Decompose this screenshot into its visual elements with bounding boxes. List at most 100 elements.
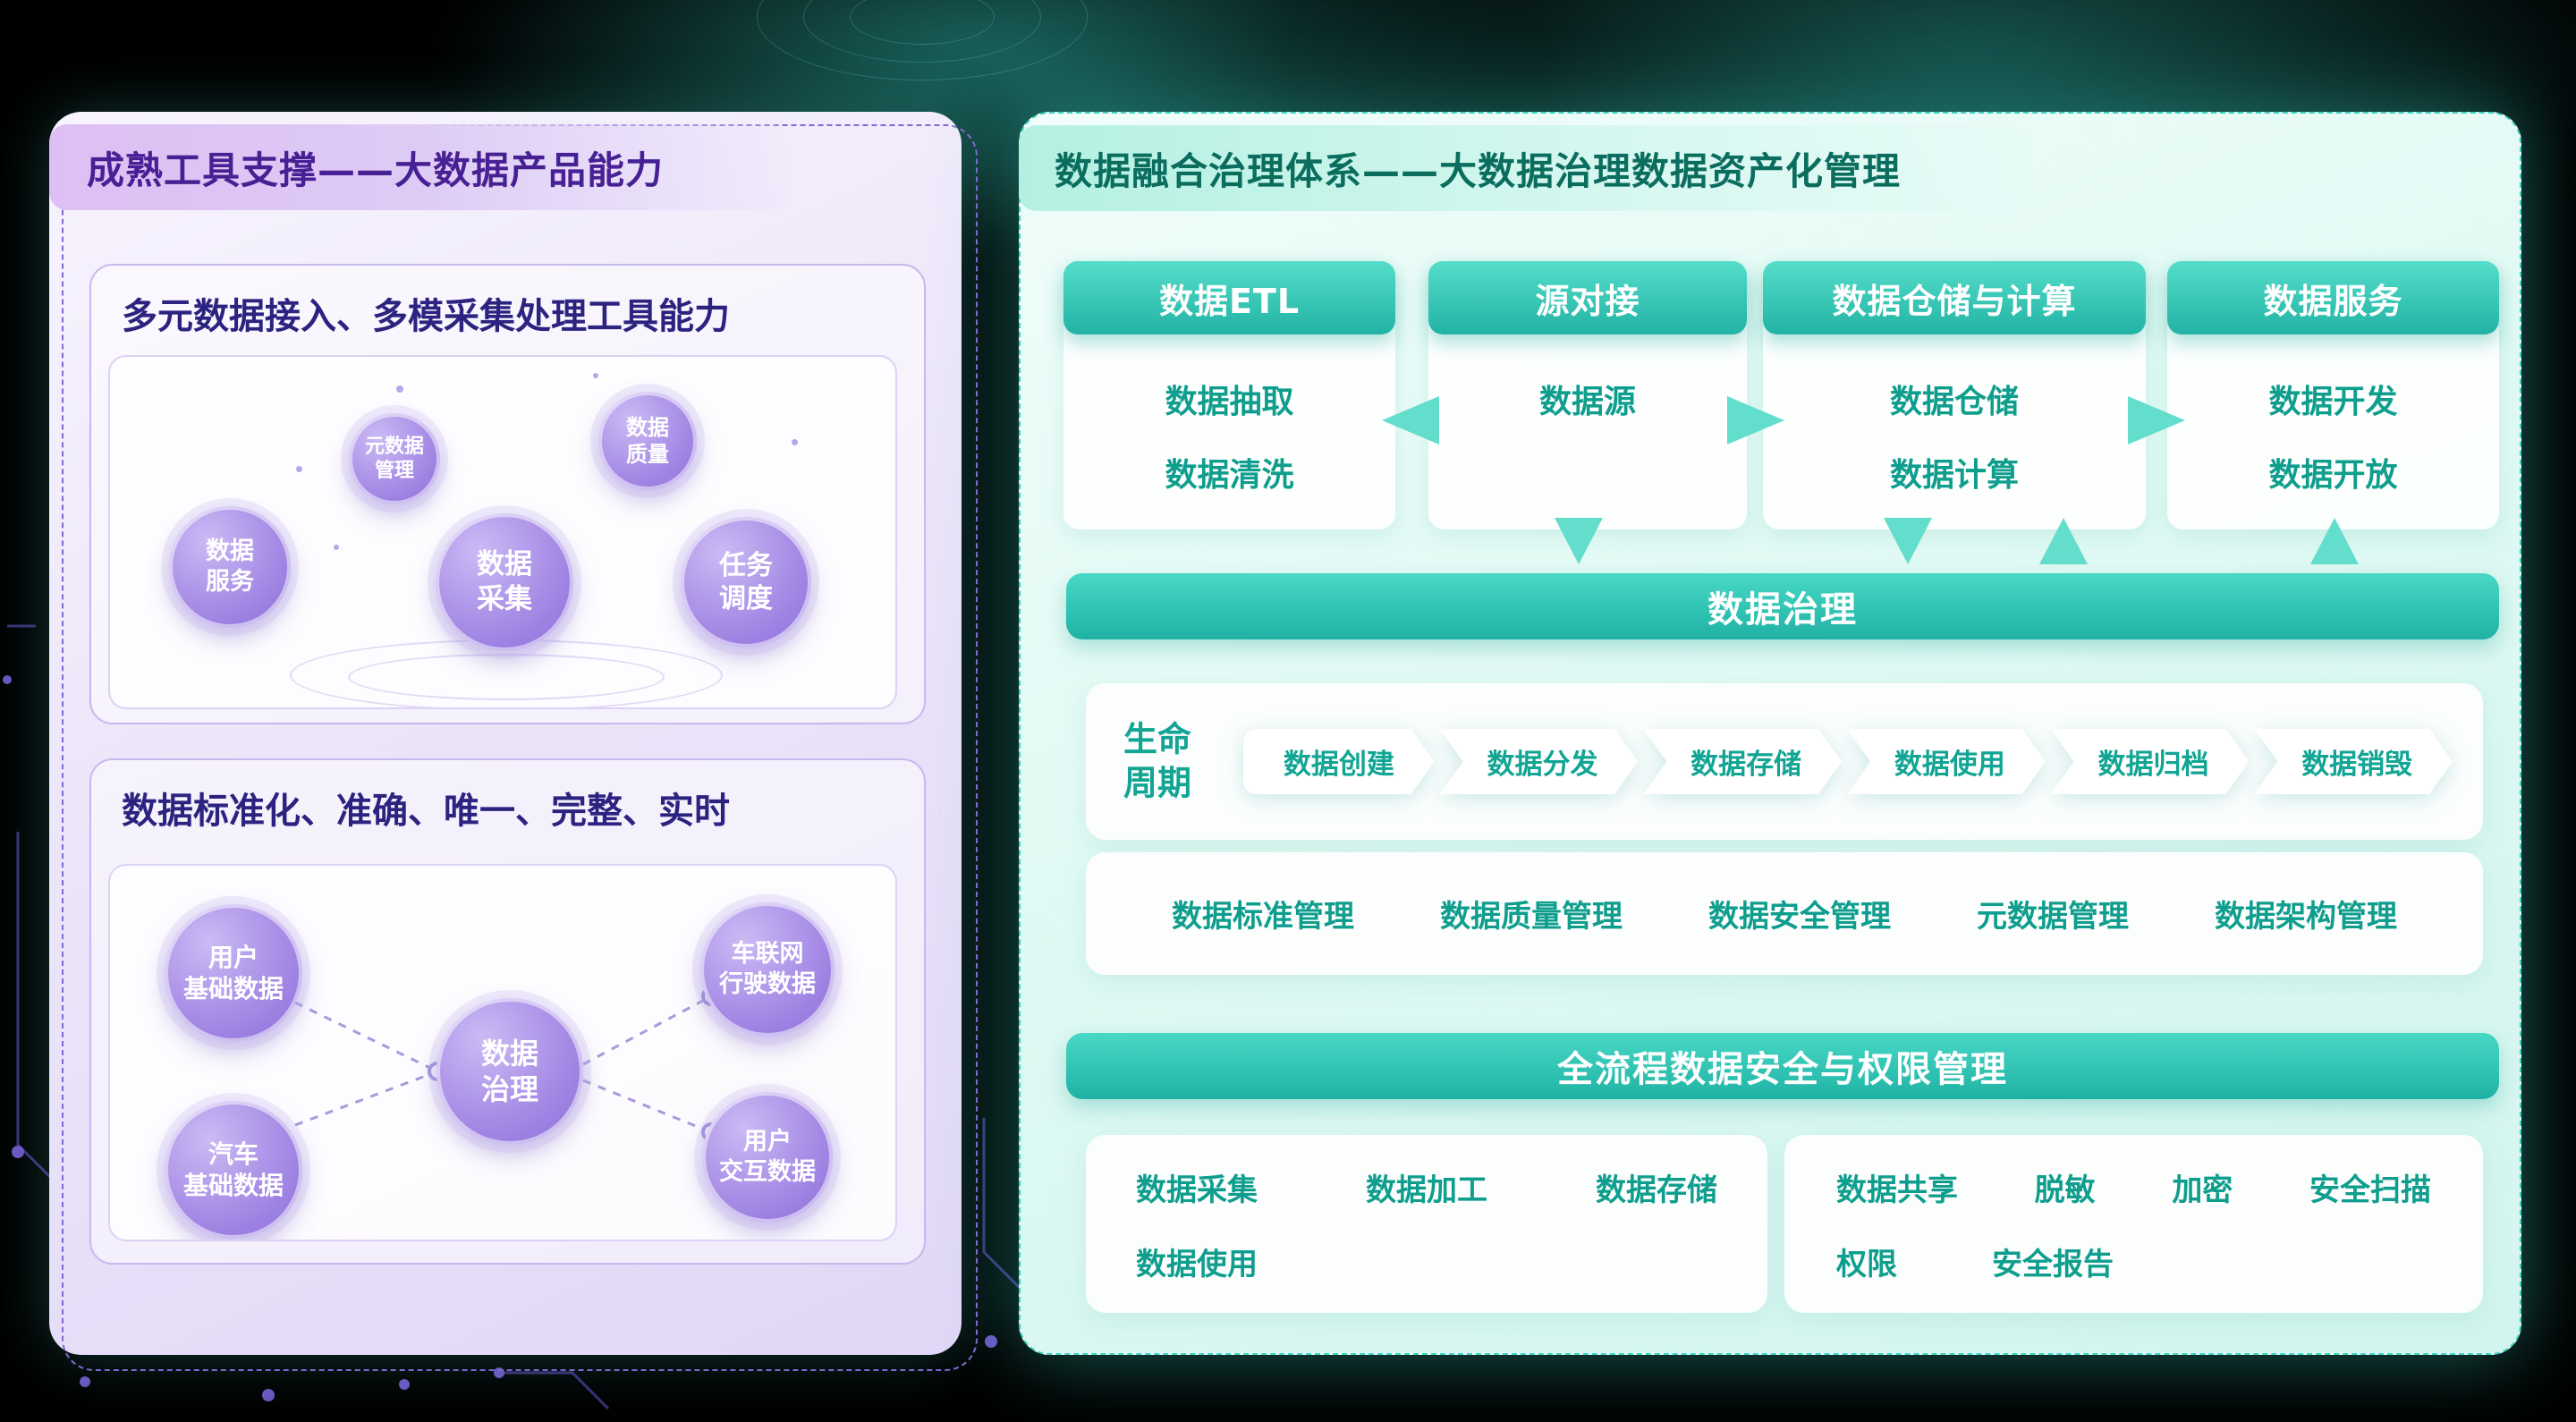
security-permission-bar: 全流程数据安全与权限管理 — [1066, 1033, 2499, 1099]
security-row: 数据使用 — [1136, 1240, 1717, 1283]
lifecycle-card: 生命 周期 数据创建 数据分发 数据存储 数据使用 数据归档 数据销毁 — [1086, 683, 2483, 840]
item-data-extract: 数据抽取 — [1165, 384, 1294, 420]
bubble-user-base-data: 用户 基础数据 — [165, 904, 302, 1042]
bubble-label: 数据 — [626, 415, 669, 440]
security-row: 数据采集 数据加工 数据存储 — [1136, 1165, 1717, 1209]
section-multisource-tools: 多元数据接入、多模采集处理工具能力 元数据 管理 数据 质量 数据 服务 数据 — [89, 264, 926, 724]
item-data-security-mgmt: 数据安全管理 — [1708, 899, 1891, 935]
security-row: 权限 安全报告 — [1836, 1240, 2431, 1283]
bubble-label: 用户 — [743, 1128, 792, 1156]
bubble-label: 数据 — [480, 1037, 538, 1071]
arrow-up-icon — [2039, 518, 2088, 564]
item-security-report: 安全报告 — [1992, 1246, 2114, 1282]
item-data-develop: 数据开发 — [2268, 384, 2398, 420]
arrow-left-icon — [1382, 396, 1439, 444]
item-data-source: 数据源 — [1538, 384, 1636, 420]
data-governance-bar: 数据治理 — [1066, 573, 2499, 639]
bubble-label: 基础数据 — [182, 974, 284, 1003]
step-data-create: 数据创建 — [1243, 729, 1435, 794]
item-data-open: 数据开放 — [2268, 457, 2398, 494]
item-data-quality-mgmt: 数据质量管理 — [1440, 899, 1623, 935]
column-source-connect: 源对接 数据源 — [1428, 261, 1747, 529]
column-items: 数据仓储 数据计算 — [1763, 376, 2146, 495]
section-data-standardization: 数据标准化、准确、唯一、完整、实时 用户 基础数据 — [89, 758, 926, 1265]
item-metadata-mgmt: 元数据管理 — [1977, 899, 2129, 935]
section2-title: 数据标准化、准确、唯一、完整、实时 — [122, 791, 730, 832]
decor-dot — [792, 439, 798, 445]
item-permission: 权限 — [1836, 1246, 1897, 1282]
section2-bubble-area: 用户 基础数据 车联网 行驶数据 汽车 基础数据 用户 交互数据 数据 治理 — [108, 864, 897, 1241]
step-data-destroy: 数据销毁 — [2254, 729, 2453, 794]
column-data-service: 数据服务 数据开发 数据开放 — [2167, 261, 2499, 529]
step-data-store: 数据存储 — [1643, 729, 1842, 794]
arrow-right-icon — [1727, 396, 1784, 444]
column-warehouse-compute: 数据仓储与计算 数据仓储 数据计算 — [1763, 261, 2146, 529]
ripple-ring — [757, 0, 1088, 80]
left-panel-tools: 成熟工具支撑——大数据产品能力 多元数据接入、多模采集处理工具能力 元数据 管理… — [49, 112, 978, 1371]
bubble-label: 治理 — [480, 1072, 538, 1106]
item-data-compute: 数据计算 — [1889, 457, 2019, 494]
column-data-etl: 数据ETL 数据抽取 数据清洗 — [1063, 261, 1395, 529]
bubble-label: 车联网 — [731, 940, 804, 969]
arrow-up-icon — [2310, 518, 2359, 564]
bubble-label: 数据 — [477, 548, 532, 581]
item-data-use2: 数据使用 — [1136, 1246, 1258, 1282]
left-panel-title-banner: 成熟工具支撑——大数据产品能力 — [49, 124, 792, 210]
bubble-vehicle-base-data: 汽车 基础数据 — [165, 1101, 302, 1239]
right-panel-governance: 数据融合治理体系——大数据治理数据资产化管理 数据ETL 数据抽取 数据清洗 源… — [1019, 112, 2521, 1355]
bubble-user-interaction-data: 用户 交互数据 — [702, 1092, 833, 1223]
step-data-use: 数据使用 — [1847, 729, 2046, 794]
lifecycle-label-line: 生命 — [1123, 719, 1192, 759]
item-desensitize: 脱敏 — [2034, 1172, 2096, 1208]
left-panel-title: 成熟工具支撑——大数据产品能力 — [87, 148, 665, 192]
item-data-clean: 数据清洗 — [1165, 457, 1294, 494]
item-data-standard-mgmt: 数据标准管理 — [1172, 899, 1354, 935]
bubble-label: 调度 — [719, 583, 773, 614]
management-card: 数据标准管理 数据质量管理 数据安全管理 元数据管理 数据架构管理 — [1086, 852, 2483, 975]
item-security-scan: 安全扫描 — [2309, 1172, 2431, 1208]
item-data-store2: 数据存储 — [1596, 1172, 1717, 1208]
bubble-label: 服务 — [206, 568, 254, 596]
bubble-label: 元数据 — [364, 435, 424, 458]
lifecycle-label-line: 周期 — [1123, 763, 1192, 803]
column-header-service: 数据服务 — [2167, 261, 2499, 334]
bubble-metadata-management: 元数据 管理 — [349, 413, 440, 504]
column-header-warehouse: 数据仓储与计算 — [1763, 261, 2146, 334]
decor-dot — [593, 373, 598, 378]
security-card-right: 数据共享 脱敏 加密 安全扫描 权限 安全报告 — [1784, 1135, 2483, 1313]
decor-dot — [296, 466, 302, 472]
item-data-process: 数据加工 — [1366, 1172, 1487, 1208]
item-data-collect: 数据采集 — [1136, 1172, 1258, 1208]
bubble-data-governance: 数据 治理 — [436, 998, 583, 1145]
bubble-label: 数据 — [206, 537, 254, 566]
ripple-ellipse — [348, 654, 665, 700]
section1-bubble-area: 元数据 管理 数据 质量 数据 服务 数据 采集 任务 调度 — [108, 355, 897, 709]
arrow-right-icon — [2128, 396, 2185, 444]
column-items: 数据开发 数据开放 — [2167, 376, 2499, 495]
bubble-label: 采集 — [477, 583, 532, 615]
item-data-share: 数据共享 — [1836, 1172, 1958, 1208]
bubble-data-collection: 数据 采集 — [436, 513, 573, 651]
bubble-label: 管理 — [374, 460, 414, 482]
bubble-label: 质量 — [626, 442, 669, 467]
step-data-archive: 数据归档 — [2051, 729, 2250, 794]
arrow-down-icon — [1884, 518, 1932, 564]
bubble-data-quality: 数据 质量 — [598, 392, 697, 490]
decor-dot — [334, 545, 339, 550]
bubble-iov-driving-data: 车联网 行驶数据 — [700, 902, 835, 1037]
section1-title: 多元数据接入、多模采集处理工具能力 — [122, 296, 730, 337]
security-card-left: 数据采集 数据加工 数据存储 数据使用 — [1086, 1135, 1767, 1313]
bubble-label: 交互数据 — [719, 1158, 816, 1186]
right-panel-title: 数据融合治理体系——大数据治理数据资产化管理 — [1055, 148, 1902, 193]
column-header-etl: 数据ETL — [1063, 261, 1395, 334]
bubble-task-scheduling: 任务 调度 — [681, 517, 811, 648]
arrow-down-icon — [1555, 518, 1603, 564]
column-items: 数据源 — [1428, 376, 1747, 422]
bubble-label: 行驶数据 — [719, 970, 816, 998]
bubble-label: 用户 — [208, 943, 258, 972]
item-data-warehouse: 数据仓储 — [1889, 384, 2019, 420]
step-data-distribute: 数据分发 — [1440, 729, 1639, 794]
column-header-source: 源对接 — [1428, 261, 1747, 334]
decor-dot — [396, 385, 403, 393]
bubble-label: 汽车 — [208, 1139, 258, 1169]
